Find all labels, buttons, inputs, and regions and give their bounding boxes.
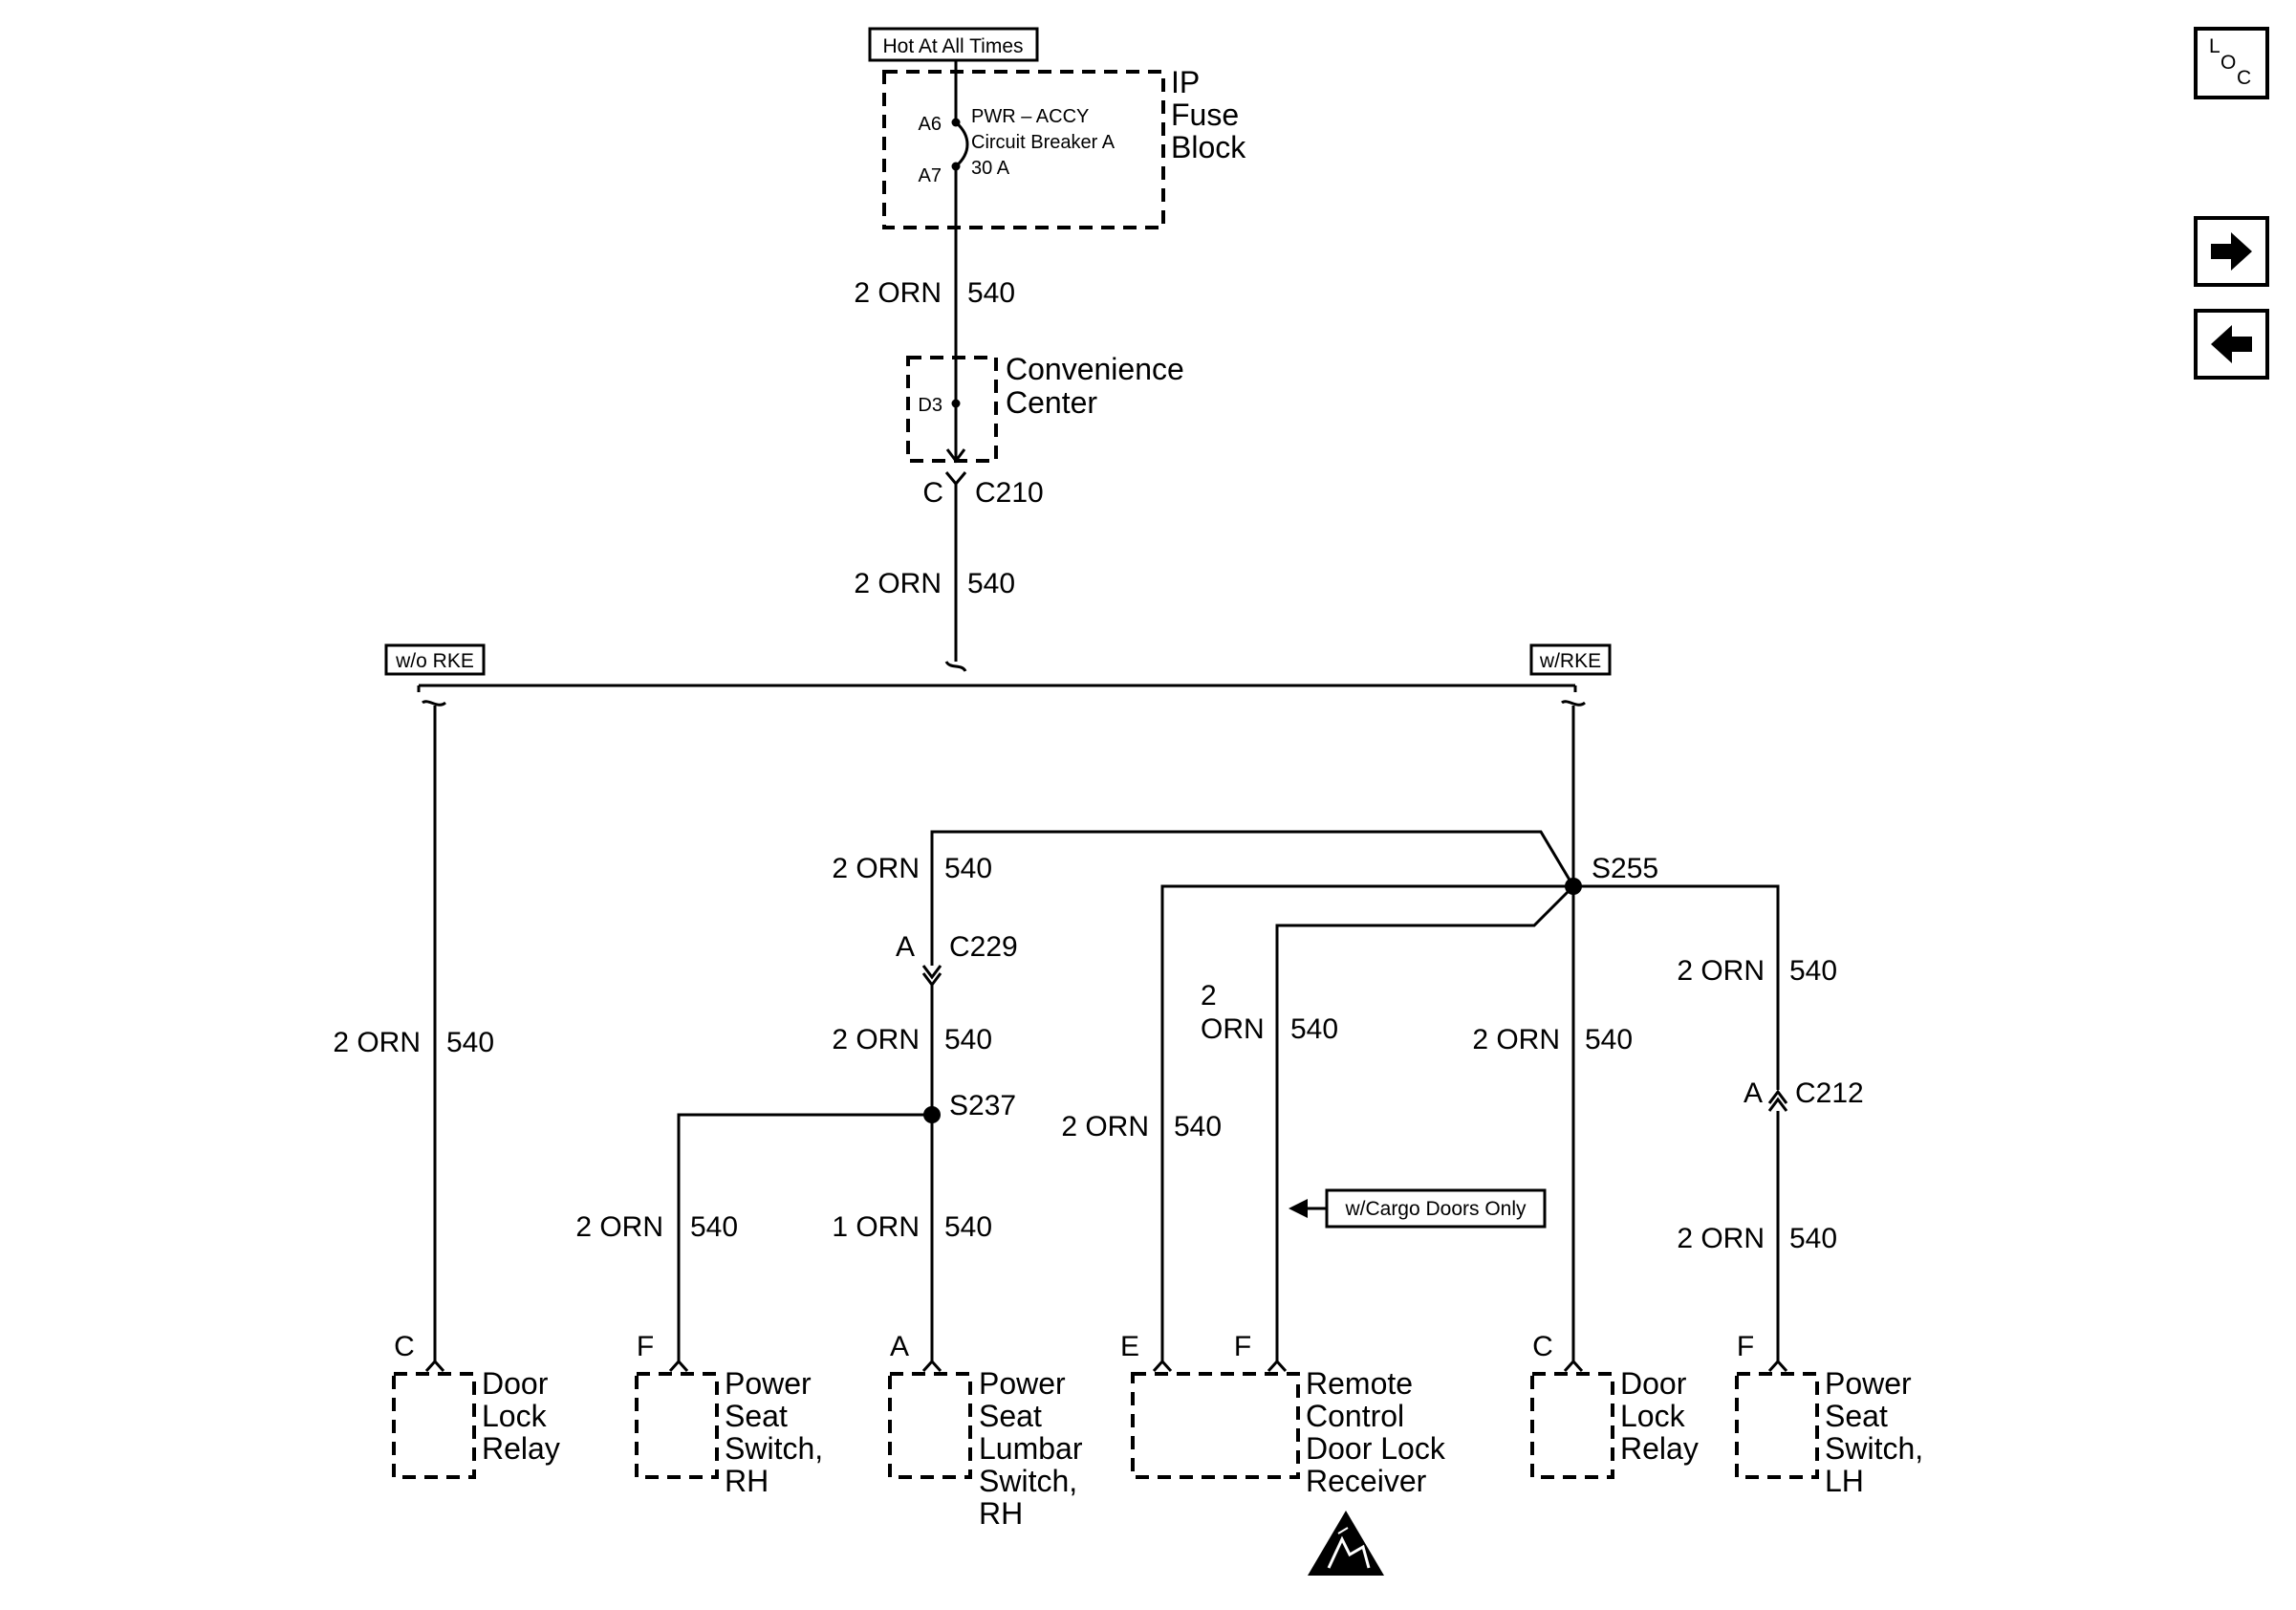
wire-label-circuit: 540	[944, 1024, 992, 1055]
door-lock-relay-right-label: Door Lock Relay	[1620, 1366, 1699, 1466]
circuit-breaker-symbol	[954, 120, 969, 168]
circuit-breaker-label: PWR – ACCY Circuit Breaker A 30 A	[971, 106, 1119, 179]
convenience-center-box	[906, 356, 998, 463]
wire-label-size: 2 ORN	[854, 277, 942, 309]
wire-label-circuit: 540	[1789, 955, 1837, 987]
component-pin-label: F	[637, 1331, 654, 1362]
connector-c210-symbol	[944, 471, 967, 487]
wire-label-circuit: 540	[944, 853, 992, 884]
cargo-doors-label: w/Cargo Doors Only	[1344, 1198, 1527, 1220]
wo-rke-tag	[384, 643, 486, 676]
power-seat-switch-rh-label: Power Seat Switch, RH	[725, 1366, 832, 1498]
convenience-center-label: Convenience Center	[1006, 352, 1193, 420]
power-seat-switch-rh-box	[635, 1372, 719, 1479]
splice-s237-label: S237	[949, 1090, 1016, 1121]
component-pin-label: F	[1737, 1331, 1754, 1362]
wire-label-circuit: 540	[967, 277, 1015, 309]
cargo-doors-arrow-head	[1289, 1199, 1308, 1218]
component-pin-label: C	[394, 1331, 415, 1362]
wire-break-symbol	[422, 700, 446, 707]
component-pin-label: E	[1120, 1331, 1139, 1362]
splice-s255-label: S255	[1592, 853, 1658, 884]
remote-control-door-lock-receiver-box	[1131, 1372, 1300, 1479]
power-seat-switch-lh-label: Power Seat Switch, LH	[1825, 1366, 1932, 1498]
wire-s255-to-c229	[930, 830, 1575, 966]
connector-c212-symbol	[1767, 1097, 1788, 1112]
ip-fuse-block-box	[882, 70, 1165, 229]
wire-s255-to-receiver-e	[1160, 884, 1573, 1362]
wire-label-circuit: 540	[690, 1211, 738, 1243]
esd-warning-icon	[1308, 1511, 1384, 1576]
connector-c229-name: C229	[949, 931, 1018, 963]
power-seat-lumbar-switch-rh-box	[888, 1372, 972, 1479]
wire-label-size: 2 ORN	[1061, 1111, 1149, 1142]
connector-c210-name: C210	[975, 477, 1044, 509]
wire-label-size: 2 ORN	[832, 1024, 920, 1055]
wire-break-symbol	[1561, 700, 1586, 707]
loc-button[interactable]: L O C	[2194, 27, 2269, 99]
connector-c229-pin: A	[896, 931, 915, 963]
wire-label-size: 2 ORN	[575, 1211, 663, 1243]
w-rke-tag	[1529, 643, 1612, 676]
wire-label-circuit: 540	[967, 568, 1015, 599]
wire-break-symbol	[944, 661, 967, 672]
door-lock-relay-right-box	[1530, 1372, 1614, 1479]
wire-label-size: 2 ORN	[333, 1027, 421, 1058]
pin-a7-label: A7	[919, 165, 942, 186]
wire-label-circuit: 540	[1585, 1024, 1633, 1055]
loc-letter-l: L	[2209, 35, 2220, 57]
loc-letter-o: O	[2220, 52, 2236, 74]
wire-label-circuit: 540	[1290, 1013, 1338, 1045]
wire-label-size: 2 ORN	[1472, 1024, 1560, 1055]
connector-c212-name: C212	[1795, 1077, 1864, 1109]
arrow-right-icon	[2211, 232, 2252, 271]
wire-label-circuit: 540	[1174, 1111, 1222, 1142]
power-seat-lumbar-switch-rh-label: Power Seat Lumbar Switch, RH	[979, 1366, 1091, 1531]
pin-d3-label: D3	[918, 395, 942, 416]
component-pin-label: C	[1532, 1331, 1553, 1362]
loc-letter-c: C	[2237, 67, 2251, 89]
next-page-button[interactable]	[2194, 216, 2269, 287]
connector-c229-symbol	[921, 965, 942, 980]
wire-label-size: 2 ORN	[1677, 1223, 1765, 1254]
wire-label-size: 2 ORN	[832, 853, 920, 884]
door-lock-relay-left-box	[392, 1372, 476, 1479]
component-terminals	[424, 1359, 1788, 1373]
arrow-left-icon	[2211, 325, 2252, 363]
wire-s237-to-seat-switch-rh	[677, 1113, 932, 1362]
wire-label-circuit: 540	[446, 1027, 494, 1058]
previous-page-button[interactable]	[2194, 309, 2269, 380]
hot-at-all-times-label: Hot At All Times	[882, 35, 1023, 57]
component-pin-label: A	[890, 1331, 909, 1362]
ip-fuse-block-label: IP Fuse Block	[1171, 65, 1247, 164]
pin-a6-label: A6	[919, 114, 942, 135]
hot-at-all-times-tag	[868, 27, 1039, 62]
wire-label-size: 2 ORN	[854, 568, 942, 599]
remote-control-door-lock-receiver-label: Remote Control Door Lock Receiver	[1306, 1366, 1454, 1498]
wire-label-size-1: 1 ORN	[832, 1211, 920, 1243]
door-lock-relay-left-label: Door Lock Relay	[482, 1366, 560, 1466]
female-terminal-d3	[945, 448, 966, 464]
wire-label-circuit: 540	[944, 1211, 992, 1243]
wire-label-size: 2 ORN	[1677, 955, 1765, 987]
connector-c210-pin: C	[922, 477, 943, 509]
w-rke-label: w/RKE	[1539, 650, 1601, 672]
component-pin-label: F	[1234, 1331, 1251, 1362]
power-seat-switch-lh-box	[1735, 1372, 1819, 1479]
wire-label-stacked: 2 ORN	[1201, 980, 1265, 1045]
wire-s255-to-c212	[1573, 884, 1780, 1090]
wire-label-circuit: 540	[1789, 1223, 1837, 1254]
wire-s255-to-receiver-f	[1275, 884, 1575, 1362]
connector-c212-pin: A	[1744, 1077, 1763, 1109]
wo-rke-label: w/o RKE	[395, 650, 474, 672]
connector-c212-symbol	[1767, 1089, 1788, 1104]
